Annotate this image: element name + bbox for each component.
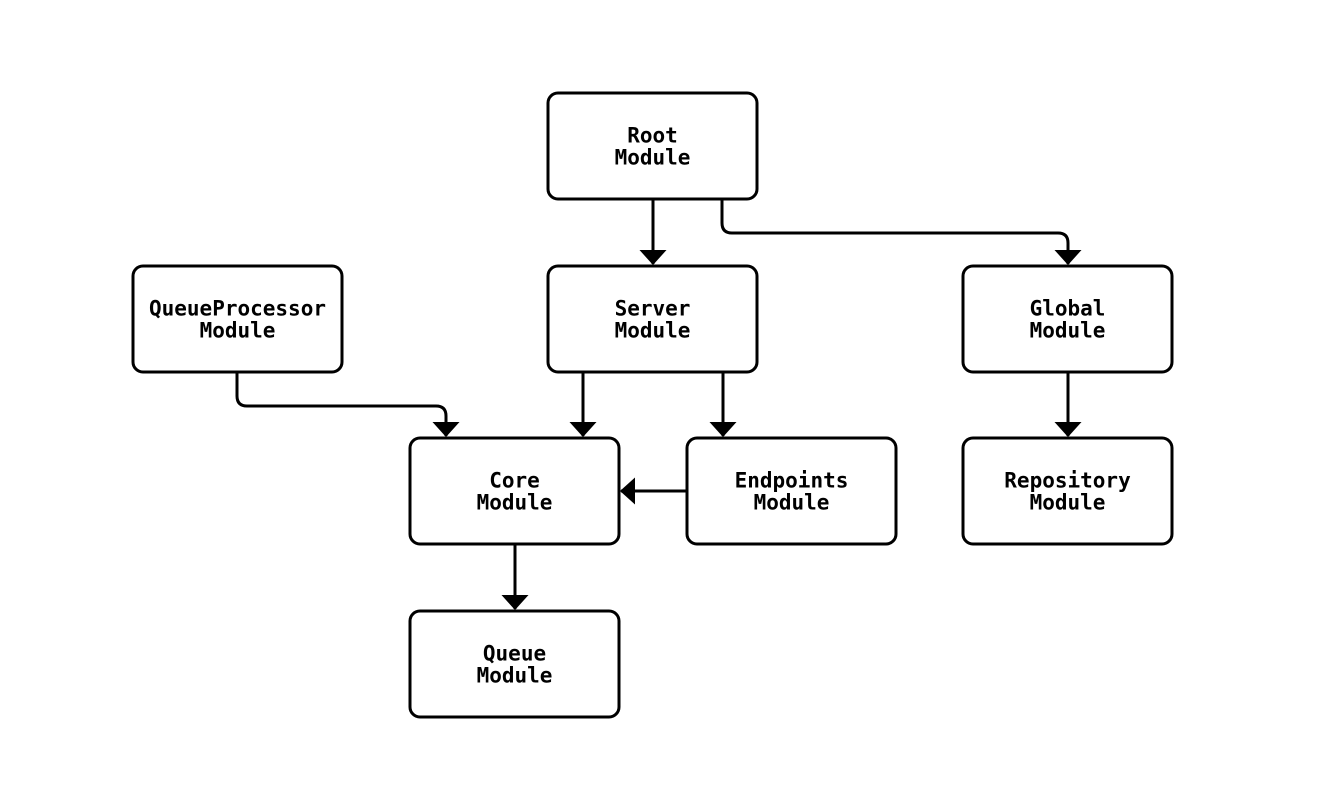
node-box-queue (408, 609, 621, 719)
node-box-repository (961, 436, 1174, 546)
node-box-server (546, 264, 759, 374)
node-box-root (546, 91, 759, 201)
node-box-core (408, 436, 621, 546)
edge-root-to-global (720, 199, 1082, 265)
node-box-endpoints (685, 436, 898, 546)
edge-queueprocessor-to-core (235, 373, 460, 437)
node-box-queueprocessor (131, 264, 344, 374)
node-box-global (961, 264, 1174, 374)
